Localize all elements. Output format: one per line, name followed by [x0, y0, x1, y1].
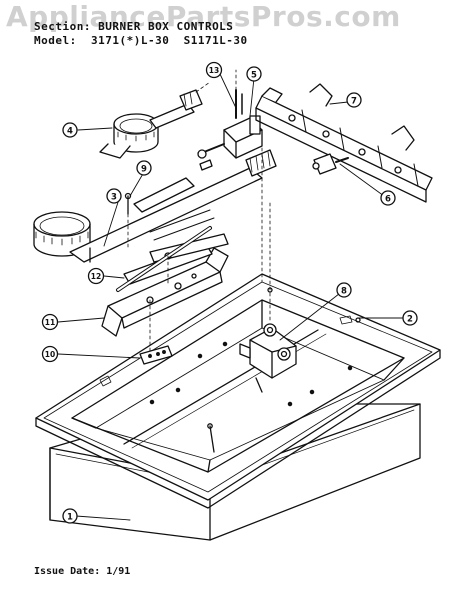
part-burner-lower	[33, 149, 277, 263]
callout-2: 2	[402, 310, 418, 326]
callouts: 1 2 3 4 5 6 7	[41, 61, 418, 524]
callout-8: 8	[336, 282, 352, 298]
svg-text:4: 4	[67, 127, 73, 137]
callout-13: 13	[205, 61, 223, 79]
callout-7: 7	[346, 92, 362, 108]
part-small-plate	[139, 345, 173, 365]
svg-text:9: 9	[141, 165, 147, 175]
callout-1: 1	[62, 508, 78, 524]
part-burner-box	[35, 273, 441, 509]
callout-10: 10	[41, 345, 59, 363]
callout-5: 5	[246, 66, 262, 82]
part-gas-valve	[197, 89, 263, 171]
svg-text:1: 1	[67, 513, 73, 523]
leader-lines	[57, 73, 405, 521]
watermark: AppliancePartsPros.com	[6, 0, 401, 33]
svg-text:2: 2	[407, 315, 413, 325]
svg-text:8: 8	[341, 287, 347, 297]
svg-text:12: 12	[91, 272, 101, 281]
svg-text:6: 6	[385, 195, 391, 205]
model-line: Model: 3171(*)L-30 S1171L-30	[34, 34, 248, 47]
svg-text:3: 3	[111, 193, 117, 203]
issue-date: Issue Date: 1/91	[34, 566, 131, 577]
section-title: Section: BURNER BOX CONTROLS	[34, 20, 234, 33]
part-manifold	[255, 83, 433, 203]
alignment-lines	[127, 69, 271, 357]
callout-6: 6	[380, 190, 396, 206]
svg-text:13: 13	[209, 66, 219, 75]
part-regulator	[239, 323, 297, 393]
callout-9: 9	[136, 160, 152, 176]
svg-text:5: 5	[251, 71, 257, 81]
svg-text:10: 10	[45, 350, 55, 359]
part-fitting	[312, 153, 349, 175]
svg-text:11: 11	[45, 318, 55, 327]
callout-12: 12	[87, 267, 105, 285]
callout-11: 11	[41, 313, 59, 331]
callout-4: 4	[62, 122, 78, 138]
svg-text:7: 7	[351, 97, 357, 107]
callout-3: 3	[106, 188, 122, 204]
part-rod	[116, 177, 212, 292]
part-burner-upper	[99, 89, 203, 159]
